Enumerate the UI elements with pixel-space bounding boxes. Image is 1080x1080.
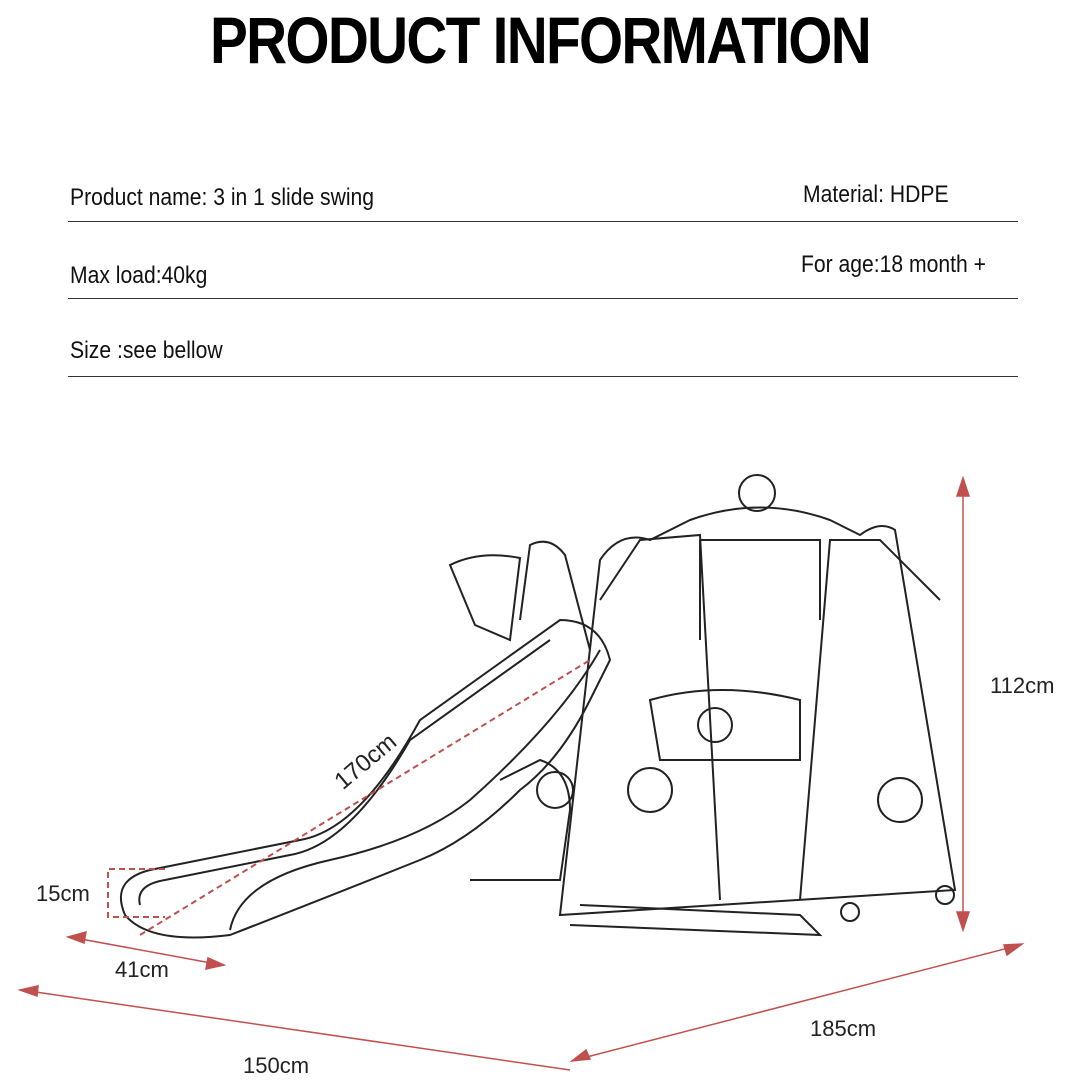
slide-end-height-label: 15cm <box>36 881 90 906</box>
dimension-lines <box>17 475 1025 1071</box>
swing-frame-drawing <box>536 474 957 937</box>
slide-width-label: 41cm <box>115 957 169 982</box>
arrow-up-icon <box>955 475 971 497</box>
divider <box>68 298 1018 299</box>
product-name: Product name: 3 in 1 slide swing <box>70 184 375 211</box>
material: Material: HDPE <box>803 181 949 208</box>
max-load: Max load:40kg <box>70 262 208 289</box>
arrow-down-icon <box>955 911 971 933</box>
depth-label: 185cm <box>810 1016 877 1041</box>
height-label: 112cm <box>990 673 1055 698</box>
length-label: 150cm <box>243 1053 310 1078</box>
for-age: For age:18 month + <box>801 251 986 278</box>
page-title: PRODUCT INFORMATION <box>210 3 872 77</box>
slide-drawing <box>120 540 612 939</box>
divider <box>68 221 1018 222</box>
size: Size :see bellow <box>70 337 223 364</box>
divider <box>68 376 1018 377</box>
